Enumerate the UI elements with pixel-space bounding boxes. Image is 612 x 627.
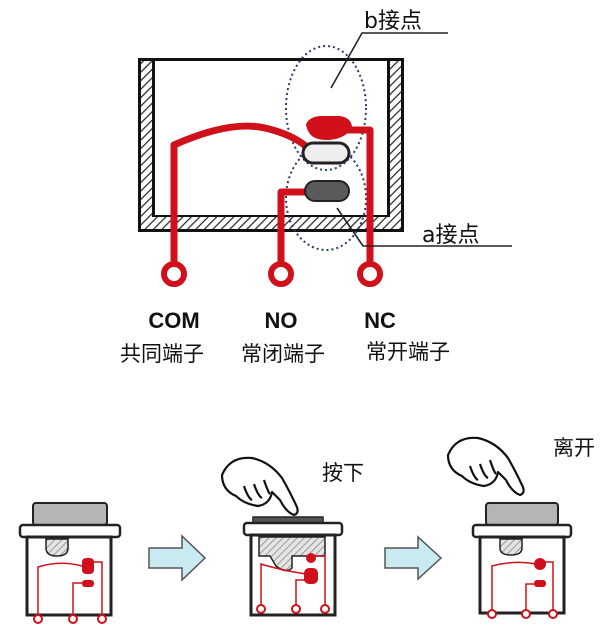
b-contact-label: b接点 [364, 9, 422, 34]
a-contact-region [285, 145, 367, 251]
hand-pointer-icon [446, 436, 525, 497]
terminal-rings [161, 261, 383, 287]
terminal-no-name: 常闭端子 [241, 342, 325, 366]
contact-light [301, 141, 351, 165]
a-contact-label: a接点 [422, 223, 479, 248]
terminal-no-code: NO [265, 308, 298, 333]
release-label: 离开 [553, 436, 595, 460]
terminal-com-code: COM [148, 308, 199, 333]
moving-contact-red [306, 116, 352, 140]
switch-idle [18, 502, 122, 624]
leader-lines [330, 32, 512, 247]
terminal-com-name: 共同端子 [120, 342, 204, 366]
terminal-nc-code: NC [364, 308, 396, 333]
b-contact-region [285, 45, 367, 171]
right-arrow-icon [148, 534, 207, 582]
switch-released [471, 502, 573, 619]
right-arrow-icon [384, 535, 443, 581]
switch-pressed [242, 516, 344, 617]
contact-dark [304, 180, 350, 202]
press-label: 按下 [322, 461, 364, 485]
terminal-nc-name: 常开端子 [366, 340, 450, 364]
hand-pointer-icon [220, 456, 299, 517]
